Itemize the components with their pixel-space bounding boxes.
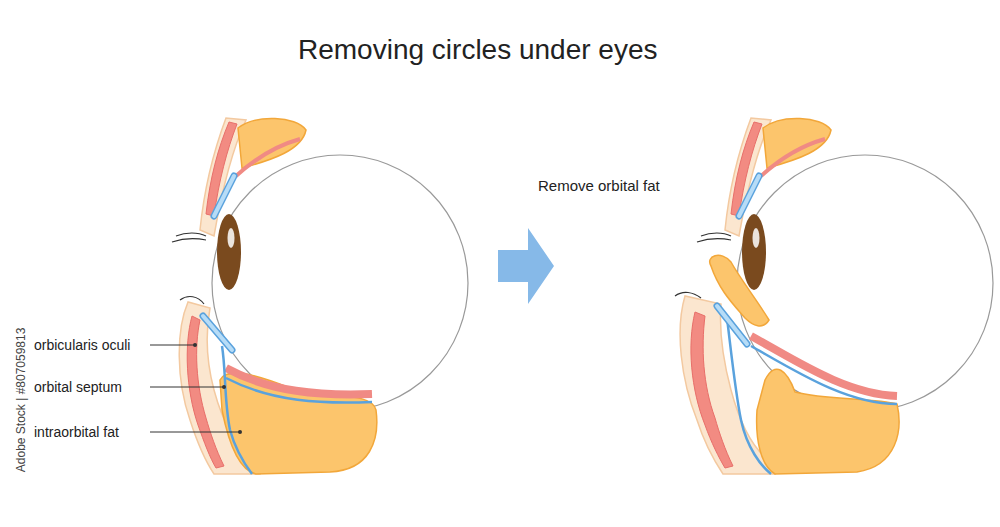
part-label: orbital septum [34,379,122,395]
watermark: Adobe Stock | #807059813 [15,328,29,473]
title: Removing circles under eyes [298,34,658,66]
part-label: orbicularis oculi [34,337,130,353]
part-label: intraorbital fat [34,424,119,440]
annotation: Remove orbital fat [538,177,660,194]
